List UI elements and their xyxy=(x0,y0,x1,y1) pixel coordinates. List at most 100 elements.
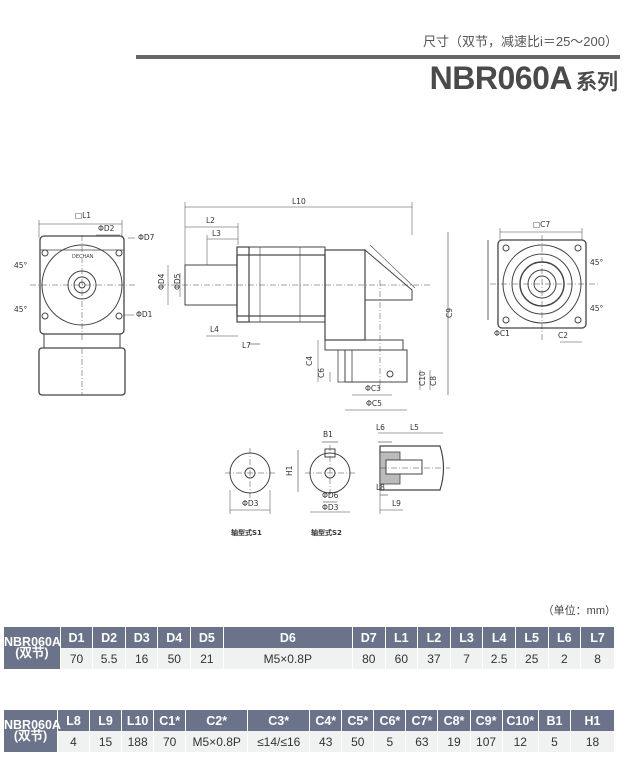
header-cell: L5 xyxy=(515,627,549,648)
side-view xyxy=(160,202,449,411)
value-cell: 63 xyxy=(405,731,439,752)
model-name: NBR060A xyxy=(429,60,573,96)
table-header-row: NBR060A (双节) D1 D2 D3 D4 D5 D6 D7 L1 L2 … xyxy=(4,627,615,669)
header-subtitle: 尺寸（双节，减速比i＝25～200） xyxy=(422,34,618,49)
svg-text:ΦD2: ΦD2 xyxy=(98,224,115,233)
svg-text:L4: L4 xyxy=(210,325,219,334)
value-cell: 19 xyxy=(437,731,471,752)
value-cell: ≤14/≤16 xyxy=(247,731,311,752)
value-cell: 60 xyxy=(385,648,419,669)
model-cell: NBR060A (双节) xyxy=(4,627,61,669)
value-cell: 18 xyxy=(570,731,616,752)
value-cell: 5 xyxy=(373,731,407,752)
value-cell: 21 xyxy=(190,648,224,669)
rear-view xyxy=(487,228,600,343)
value-cell: 107 xyxy=(470,731,503,752)
header-cell: L9 xyxy=(89,710,123,731)
header-cell: C9* xyxy=(470,710,503,731)
model-sub-cell: (双节) xyxy=(15,646,49,660)
value-cell: 25 xyxy=(515,648,549,669)
value-cell: 2 xyxy=(548,648,582,669)
value-cell: 4 xyxy=(57,731,91,752)
header-cell: D2 xyxy=(92,627,126,648)
model-sub-cell: (双节) xyxy=(13,729,48,743)
value-cell: 50 xyxy=(341,731,375,752)
front-view: DECHAN xyxy=(30,220,135,396)
header-cell: D6 xyxy=(223,627,353,648)
svg-text:ΦD4: ΦD4 xyxy=(157,273,166,290)
value-cell: 15 xyxy=(89,731,123,752)
header-cell: C4* xyxy=(309,710,343,731)
spec-table-1: NBR060A (双节) D1 D2 D3 D4 D5 D6 D7 L1 L2 … xyxy=(4,627,615,669)
svg-text:轴型式S2: 轴型式S2 xyxy=(311,528,342,537)
svg-text:轴型式S1: 轴型式S1 xyxy=(231,528,262,537)
svg-text:45°: 45° xyxy=(590,258,604,267)
value-cell: 188 xyxy=(121,731,155,752)
svg-text:□C7: □C7 xyxy=(533,220,550,229)
svg-text:ΦD7: ΦD7 xyxy=(138,233,155,242)
value-cell: 50 xyxy=(157,648,192,669)
header-cell: D1 xyxy=(60,627,94,648)
svg-text:45°: 45° xyxy=(14,305,28,314)
value-cell: 70 xyxy=(60,648,94,669)
svg-text:L10: L10 xyxy=(292,197,306,206)
value-cell: 43 xyxy=(309,731,343,752)
table-value-row: 70 5.5 16 50 21 M5×0.8P 80 60 37 7 2.5 2… xyxy=(4,648,615,669)
header-cell: L10 xyxy=(121,710,155,731)
svg-text:ΦD1: ΦD1 xyxy=(136,310,153,319)
value-cell: 16 xyxy=(125,648,159,669)
svg-text:ΦD3: ΦD3 xyxy=(242,499,259,508)
unit-note: （单位：mm） xyxy=(542,605,616,617)
svg-text:C6: C6 xyxy=(317,368,326,378)
svg-text:C2: C2 xyxy=(558,331,568,340)
shaft-section xyxy=(378,432,450,514)
header-cell: C6* xyxy=(373,710,407,731)
svg-text:ΦD3: ΦD3 xyxy=(322,503,339,512)
header-cell: L8 xyxy=(57,710,91,731)
value-cell: 5 xyxy=(538,731,571,752)
svg-text:L2: L2 xyxy=(206,216,215,225)
technical-drawing: DECHAN □L1 ΦD2 ΦD7 45° 45° ΦD1 xyxy=(14,197,604,537)
model-cell: NBR060A (双节) xyxy=(4,710,61,752)
value-cell: 8 xyxy=(580,648,615,669)
header-cell: C1* xyxy=(153,710,187,731)
value-cell: M5×0.8P xyxy=(185,731,249,752)
header-cell: L3 xyxy=(450,627,484,648)
table-header-row: NBR060A (双节) L8 L9 L10 C1* C2* C3* C4* C… xyxy=(4,710,616,752)
svg-text:C4: C4 xyxy=(305,356,314,366)
svg-text:L8: L8 xyxy=(376,483,385,492)
series-label: 系列 xyxy=(576,71,618,94)
svg-text:L9: L9 xyxy=(392,499,401,508)
svg-text:L7: L7 xyxy=(242,341,251,350)
model-name-cell: NBR060A xyxy=(4,718,61,732)
svg-text:ΦD6: ΦD6 xyxy=(322,491,339,500)
svg-text:C8: C8 xyxy=(429,376,438,386)
header-cell: C2* xyxy=(185,710,249,731)
shaft-s1 xyxy=(225,448,275,514)
value-cell: 80 xyxy=(352,648,386,669)
header-cell: C7* xyxy=(405,710,439,731)
svg-text:C10: C10 xyxy=(418,371,427,386)
svg-text:ΦC3: ΦC3 xyxy=(365,384,381,393)
value-cell: 12 xyxy=(502,731,539,752)
value-cell: 5.5 xyxy=(92,648,126,669)
header-cell: D4 xyxy=(157,627,192,648)
table-value-row: 4 15 188 70 M5×0.8P ≤14/≤16 43 50 5 63 1… xyxy=(4,731,616,752)
header-cell: D5 xyxy=(190,627,224,648)
svg-text:ΦD5: ΦD5 xyxy=(173,273,182,290)
header-cell: L2 xyxy=(417,627,451,648)
header-cell: L6 xyxy=(548,627,582,648)
value-cell: M5×0.8P xyxy=(223,648,353,669)
svg-text:C9: C9 xyxy=(445,308,454,318)
header-cell: D7 xyxy=(352,627,386,648)
header-cell: B1 xyxy=(538,710,571,731)
model-name-cell: NBR060A xyxy=(4,635,61,649)
header-cell: L4 xyxy=(482,627,516,648)
header-cell: C3* xyxy=(247,710,311,731)
svg-text:B1: B1 xyxy=(323,430,333,439)
svg-text:L6: L6 xyxy=(376,423,385,432)
header-cell: C8* xyxy=(437,710,471,731)
svg-text:ΦC1: ΦC1 xyxy=(494,329,510,338)
value-cell: 37 xyxy=(417,648,451,669)
header-cell: L7 xyxy=(580,627,615,648)
